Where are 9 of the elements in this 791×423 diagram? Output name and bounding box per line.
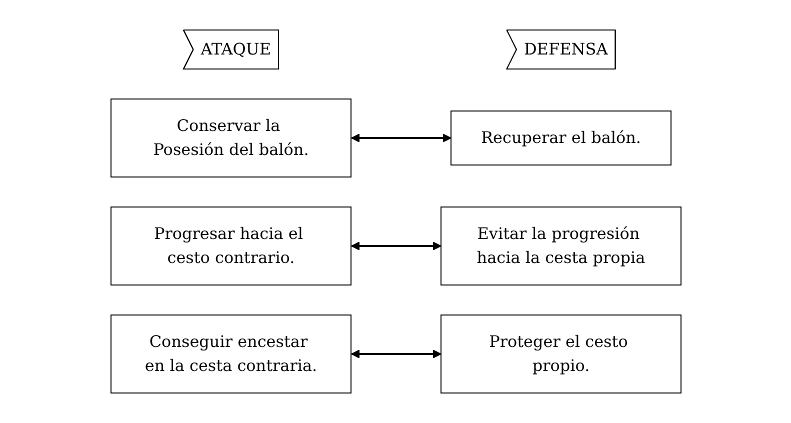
node-box: Recuperar el balón. <box>450 110 671 166</box>
node-box: Evitar la progresión hacia la cesta propia <box>440 206 681 286</box>
node-box: Conservar la Posesión del balón. <box>110 98 351 178</box>
node-box: Proteger el cesto propio. <box>440 314 681 394</box>
arrow <box>350 134 451 142</box>
arrow <box>350 350 441 358</box>
node-box: Progresar hacia el cesto contrario. <box>110 206 351 286</box>
node-box: Conseguir encestar en la cesta contraria. <box>110 314 351 394</box>
arrow <box>350 242 441 250</box>
